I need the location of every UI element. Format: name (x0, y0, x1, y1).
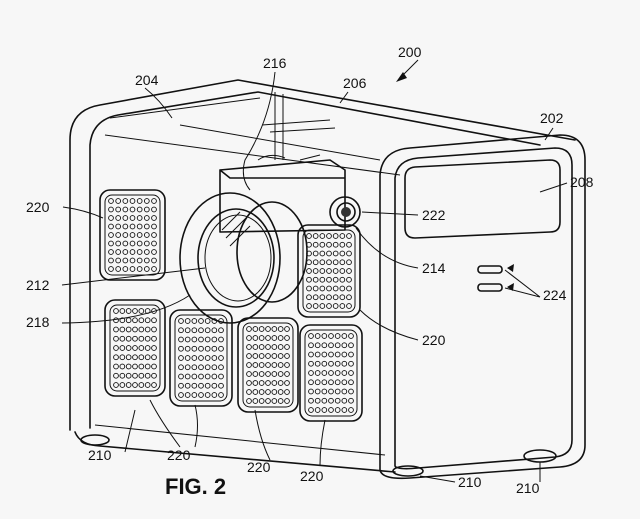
label-208: 208 (570, 174, 594, 190)
label-212: 212 (26, 277, 50, 293)
label-222: 222 (422, 207, 446, 223)
label-216: 216 (263, 55, 287, 71)
vent-slot (477, 265, 503, 274)
side-panel (379, 134, 586, 480)
vent-slot (477, 283, 503, 292)
label-210-left: 210 (88, 447, 112, 463)
feet (80, 434, 557, 477)
label-220-bottom-1: 220 (167, 447, 191, 463)
label-204: 204 (135, 72, 159, 88)
camera (336, 202, 356, 222)
label-220-bottom-4: 220 (300, 468, 324, 484)
leader-lines (61, 59, 568, 483)
device-body (69, 79, 576, 473)
label-210-center: 210 (458, 474, 482, 490)
label-202: 202 (540, 110, 564, 126)
label-218: 218 (26, 314, 50, 330)
label-200: 200 (398, 44, 422, 60)
lens (179, 192, 308, 324)
label-220-top-left: 220 (26, 199, 50, 215)
speaker-grille (169, 309, 233, 407)
speaker-grille (99, 189, 166, 281)
speaker-grille (237, 317, 299, 413)
handle-slot (404, 159, 561, 239)
label-220-right: 220 (422, 332, 446, 348)
speaker-grille (299, 324, 363, 422)
camera-ring (329, 196, 361, 228)
speaker-grille (104, 299, 166, 397)
label-220-bottom-3: 220 (247, 459, 271, 475)
speaker-grille (297, 224, 361, 318)
figure-caption: FIG. 2 (165, 474, 226, 499)
label-214: 214 (422, 260, 446, 276)
label-224: 224 (543, 287, 567, 303)
inner-housing (219, 159, 346, 233)
label-210-right: 210 (516, 480, 540, 496)
label-206: 206 (343, 75, 367, 91)
